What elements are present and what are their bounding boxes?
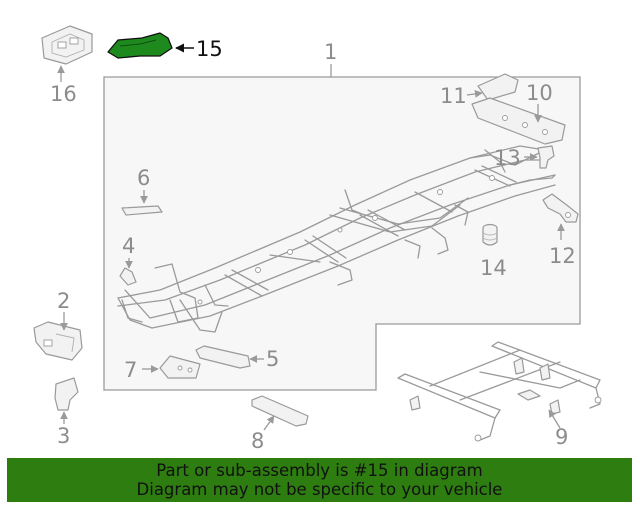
part-7-plate[interactable] — [159, 355, 201, 379]
leader-8 — [263, 415, 275, 431]
part-4-bracket[interactable] — [119, 267, 137, 286]
part-6-spacer[interactable] — [121, 205, 163, 216]
callout-9[interactable]: 9 — [555, 425, 568, 449]
part-12-hanger[interactable] — [542, 193, 579, 223]
part-2-mount[interactable] — [33, 321, 83, 361]
callout-2[interactable]: 2 — [57, 289, 70, 313]
callout-15[interactable]: 15 — [196, 37, 223, 61]
part-8-crossbar[interactable] — [251, 395, 309, 427]
callout-10[interactable]: 10 — [526, 81, 553, 105]
banner-line-2: Diagram may not be specific to your vehi… — [136, 480, 503, 499]
part-15-highlighted[interactable] — [107, 32, 173, 59]
part-10-crossmember[interactable] — [471, 97, 566, 145]
callout-1[interactable]: 1 — [324, 40, 337, 64]
part-3-insulator[interactable] — [54, 377, 79, 411]
callout-11[interactable]: 11 — [440, 84, 467, 108]
assembly-boundary — [103, 76, 581, 391]
callout-8[interactable]: 8 — [251, 429, 264, 453]
part-13-clip[interactable] — [537, 145, 555, 169]
info-banner: Part or sub-assembly is #15 in diagram D… — [7, 458, 632, 502]
part-9-crossmember-assembly[interactable] — [397, 341, 602, 442]
leader-9 — [548, 409, 561, 429]
callout-5[interactable]: 5 — [266, 347, 279, 371]
part-5-brace[interactable] — [195, 345, 251, 369]
callout-7[interactable]: 7 — [124, 358, 137, 382]
callout-6[interactable]: 6 — [137, 166, 150, 190]
part-14-bushing[interactable] — [482, 223, 498, 246]
callout-14[interactable]: 14 — [480, 256, 507, 280]
leader-11 — [466, 90, 483, 98]
callout-12[interactable]: 12 — [549, 244, 576, 268]
part-16-bracket[interactable] — [41, 25, 93, 65]
banner-line-1: Part or sub-assembly is #15 in diagram — [156, 461, 483, 480]
callout-13[interactable]: 13 — [494, 146, 521, 170]
callout-16[interactable]: 16 — [50, 82, 77, 106]
callout-4[interactable]: 4 — [122, 234, 135, 258]
callout-3[interactable]: 3 — [57, 424, 70, 448]
part-11-plate[interactable] — [477, 73, 519, 101]
